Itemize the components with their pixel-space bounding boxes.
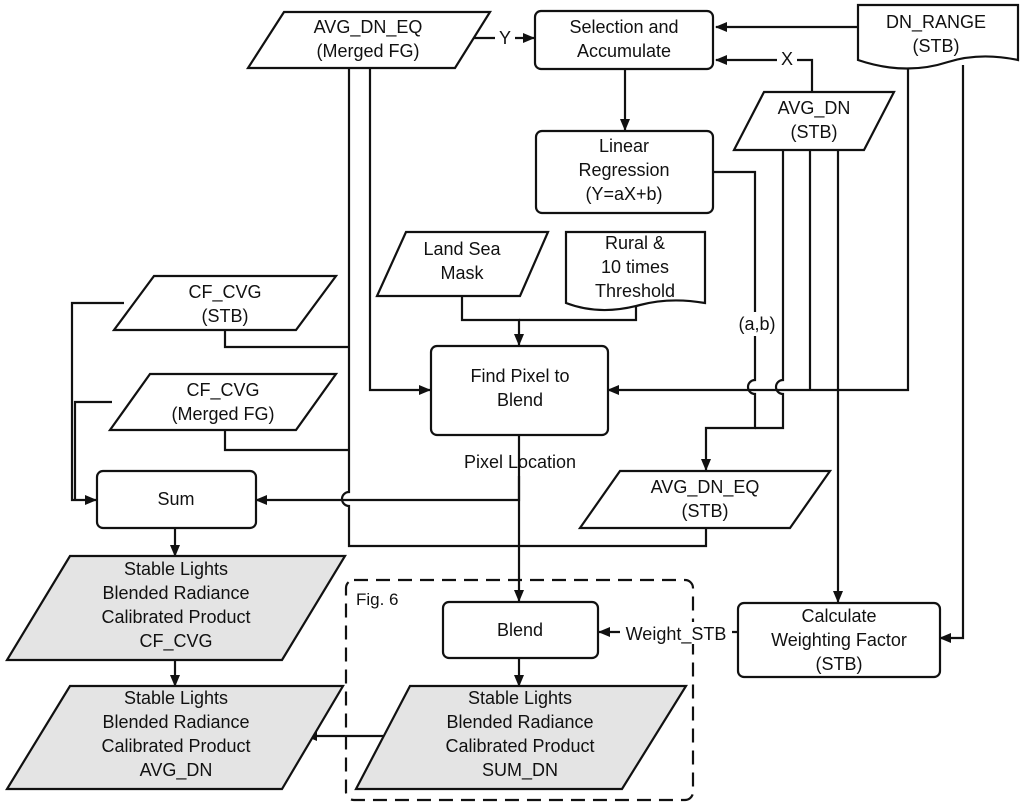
svg-text:Land Sea: Land Sea — [423, 239, 501, 259]
svg-text:(STB): (STB) — [791, 122, 838, 142]
edge-avg-dn-eq-stb-to-blend — [520, 528, 708, 548]
svg-text:Blend: Blend — [497, 390, 543, 410]
edge-avg-dn-to-avg-dn-eq-stb — [755, 150, 785, 430]
edge-avg-dn-eq-merged-to-blend — [340, 68, 520, 548]
edge-label-weight-stb: Weight_STB — [626, 624, 727, 645]
svg-text:CF_CVG: CF_CVG — [139, 631, 212, 652]
fig6-group — [344, 578, 695, 802]
edge-label-y: Y — [499, 28, 511, 48]
edge-dnrange-to-find-pixel — [607, 60, 910, 395]
svg-text:(Merged FG): (Merged FG) — [171, 404, 274, 424]
svg-text:(STB): (STB) — [913, 36, 960, 56]
edge-landsea-to-find-pixel — [460, 296, 524, 346]
svg-text:Rural &: Rural & — [605, 233, 665, 253]
node-find-pixel: Find Pixel to Blend — [429, 344, 610, 437]
svg-text:(Merged FG): (Merged FG) — [316, 41, 419, 61]
edge-cf-cvg-merged-to-sum — [73, 400, 112, 500]
edge-x-to-selection — [715, 55, 814, 92]
node-avg-dn-eq-merged: AVG_DN_EQ (Merged FG) — [245, 10, 492, 70]
svg-text:Selection and: Selection and — [569, 17, 678, 37]
node-product-cf-cvg: Stable Lights Blended Radiance Calibrate… — [5, 554, 347, 662]
edge-rural-to-find-pixel — [519, 305, 638, 322]
svg-text:Calibrated Product: Calibrated Product — [101, 736, 250, 756]
edge-cf-cvg-stb-to-sum — [70, 301, 124, 505]
svg-text:Calculate: Calculate — [801, 606, 876, 626]
svg-text:Calibrated Product: Calibrated Product — [101, 607, 250, 627]
svg-text:SUM_DN: SUM_DN — [482, 760, 558, 781]
svg-text:Threshold: Threshold — [595, 281, 675, 301]
svg-text:Linear: Linear — [599, 136, 649, 156]
svg-text:Calibrated Product: Calibrated Product — [445, 736, 594, 756]
edge-cf-cvg-stb-tail — [223, 330, 349, 349]
svg-text:AVG_DN: AVG_DN — [778, 98, 851, 119]
node-product-avg-dn: Stable Lights Blended Radiance Calibrate… — [5, 684, 345, 791]
svg-text:AVG_DN_EQ: AVG_DN_EQ — [651, 477, 760, 498]
node-selection-accumulate: Selection and Accumulate — [533, 9, 715, 71]
edge-dnrange-to-weighting — [939, 65, 965, 643]
fig6-label: Fig. 6 — [356, 590, 399, 609]
svg-text:10 times: 10 times — [601, 257, 669, 277]
node-cf-cvg-stb: CF_CVG (STB) — [111, 274, 339, 332]
edge-regression-to-avg-dn-eq-stb — [701, 170, 757, 471]
edge-label-x: X — [781, 49, 793, 69]
svg-text:Blended Radiance: Blended Radiance — [446, 712, 593, 732]
svg-text:Stable Lights: Stable Lights — [124, 559, 228, 579]
edge-pixel-location-to-sum — [255, 476, 521, 505]
svg-text:Regression: Regression — [578, 160, 669, 180]
edge-label-pixel-location: Pixel Location — [464, 452, 576, 472]
svg-text:CF_CVG: CF_CVG — [186, 380, 259, 401]
node-avg-dn-eq-stb: AVG_DN_EQ (STB) — [577, 469, 833, 530]
node-rural-threshold: Rural & 10 times Threshold — [564, 230, 707, 312]
svg-text:Blended Radiance: Blended Radiance — [102, 712, 249, 732]
svg-text:Blended Radiance: Blended Radiance — [102, 583, 249, 603]
svg-text:(Y=aX+b): (Y=aX+b) — [585, 184, 662, 204]
svg-text:Stable Lights: Stable Lights — [468, 688, 572, 708]
svg-text:DN_RANGE: DN_RANGE — [886, 12, 986, 33]
svg-text:Find Pixel to: Find Pixel to — [470, 366, 569, 386]
edge-avg-dn-eq-merged-to-find-pixel — [368, 68, 431, 395]
node-cf-cvg-merged: CF_CVG (Merged FG) — [107, 372, 339, 432]
svg-text:CF_CVG: CF_CVG — [188, 282, 261, 303]
svg-text:Accumulate: Accumulate — [577, 41, 671, 61]
node-avg-dn-stb: AVG_DN (STB) — [732, 90, 896, 152]
node-dn-range: DN_RANGE (STB) — [856, 3, 1020, 70]
svg-text:AVG_DN: AVG_DN — [140, 760, 213, 781]
svg-text:(STB): (STB) — [682, 501, 729, 521]
node-linear-regression: Linear Regression (Y=aX+b) — [534, 129, 715, 215]
edge-cf-cvg-merged-tail — [223, 430, 349, 452]
node-weighting-factor: Calculate Weighting Factor (STB) — [736, 601, 942, 679]
svg-text:Mask: Mask — [440, 263, 484, 283]
node-land-sea-mask: Land Sea Mask — [375, 230, 550, 298]
svg-text:Sum: Sum — [157, 489, 194, 509]
svg-text:Stable Lights: Stable Lights — [124, 688, 228, 708]
node-sum: Sum — [95, 469, 258, 530]
svg-text:Blend: Blend — [497, 620, 543, 640]
node-blend: Blend — [441, 600, 600, 660]
node-product-sum-dn: Stable Lights Blended Radiance Calibrate… — [354, 684, 688, 791]
svg-text:(STB): (STB) — [816, 654, 863, 674]
edge-label-ab: (a,b) — [738, 314, 775, 334]
svg-text:AVG_DN_EQ: AVG_DN_EQ — [314, 17, 423, 38]
svg-text:(STB): (STB) — [202, 306, 249, 326]
svg-text:Weighting Factor: Weighting Factor — [771, 630, 907, 650]
